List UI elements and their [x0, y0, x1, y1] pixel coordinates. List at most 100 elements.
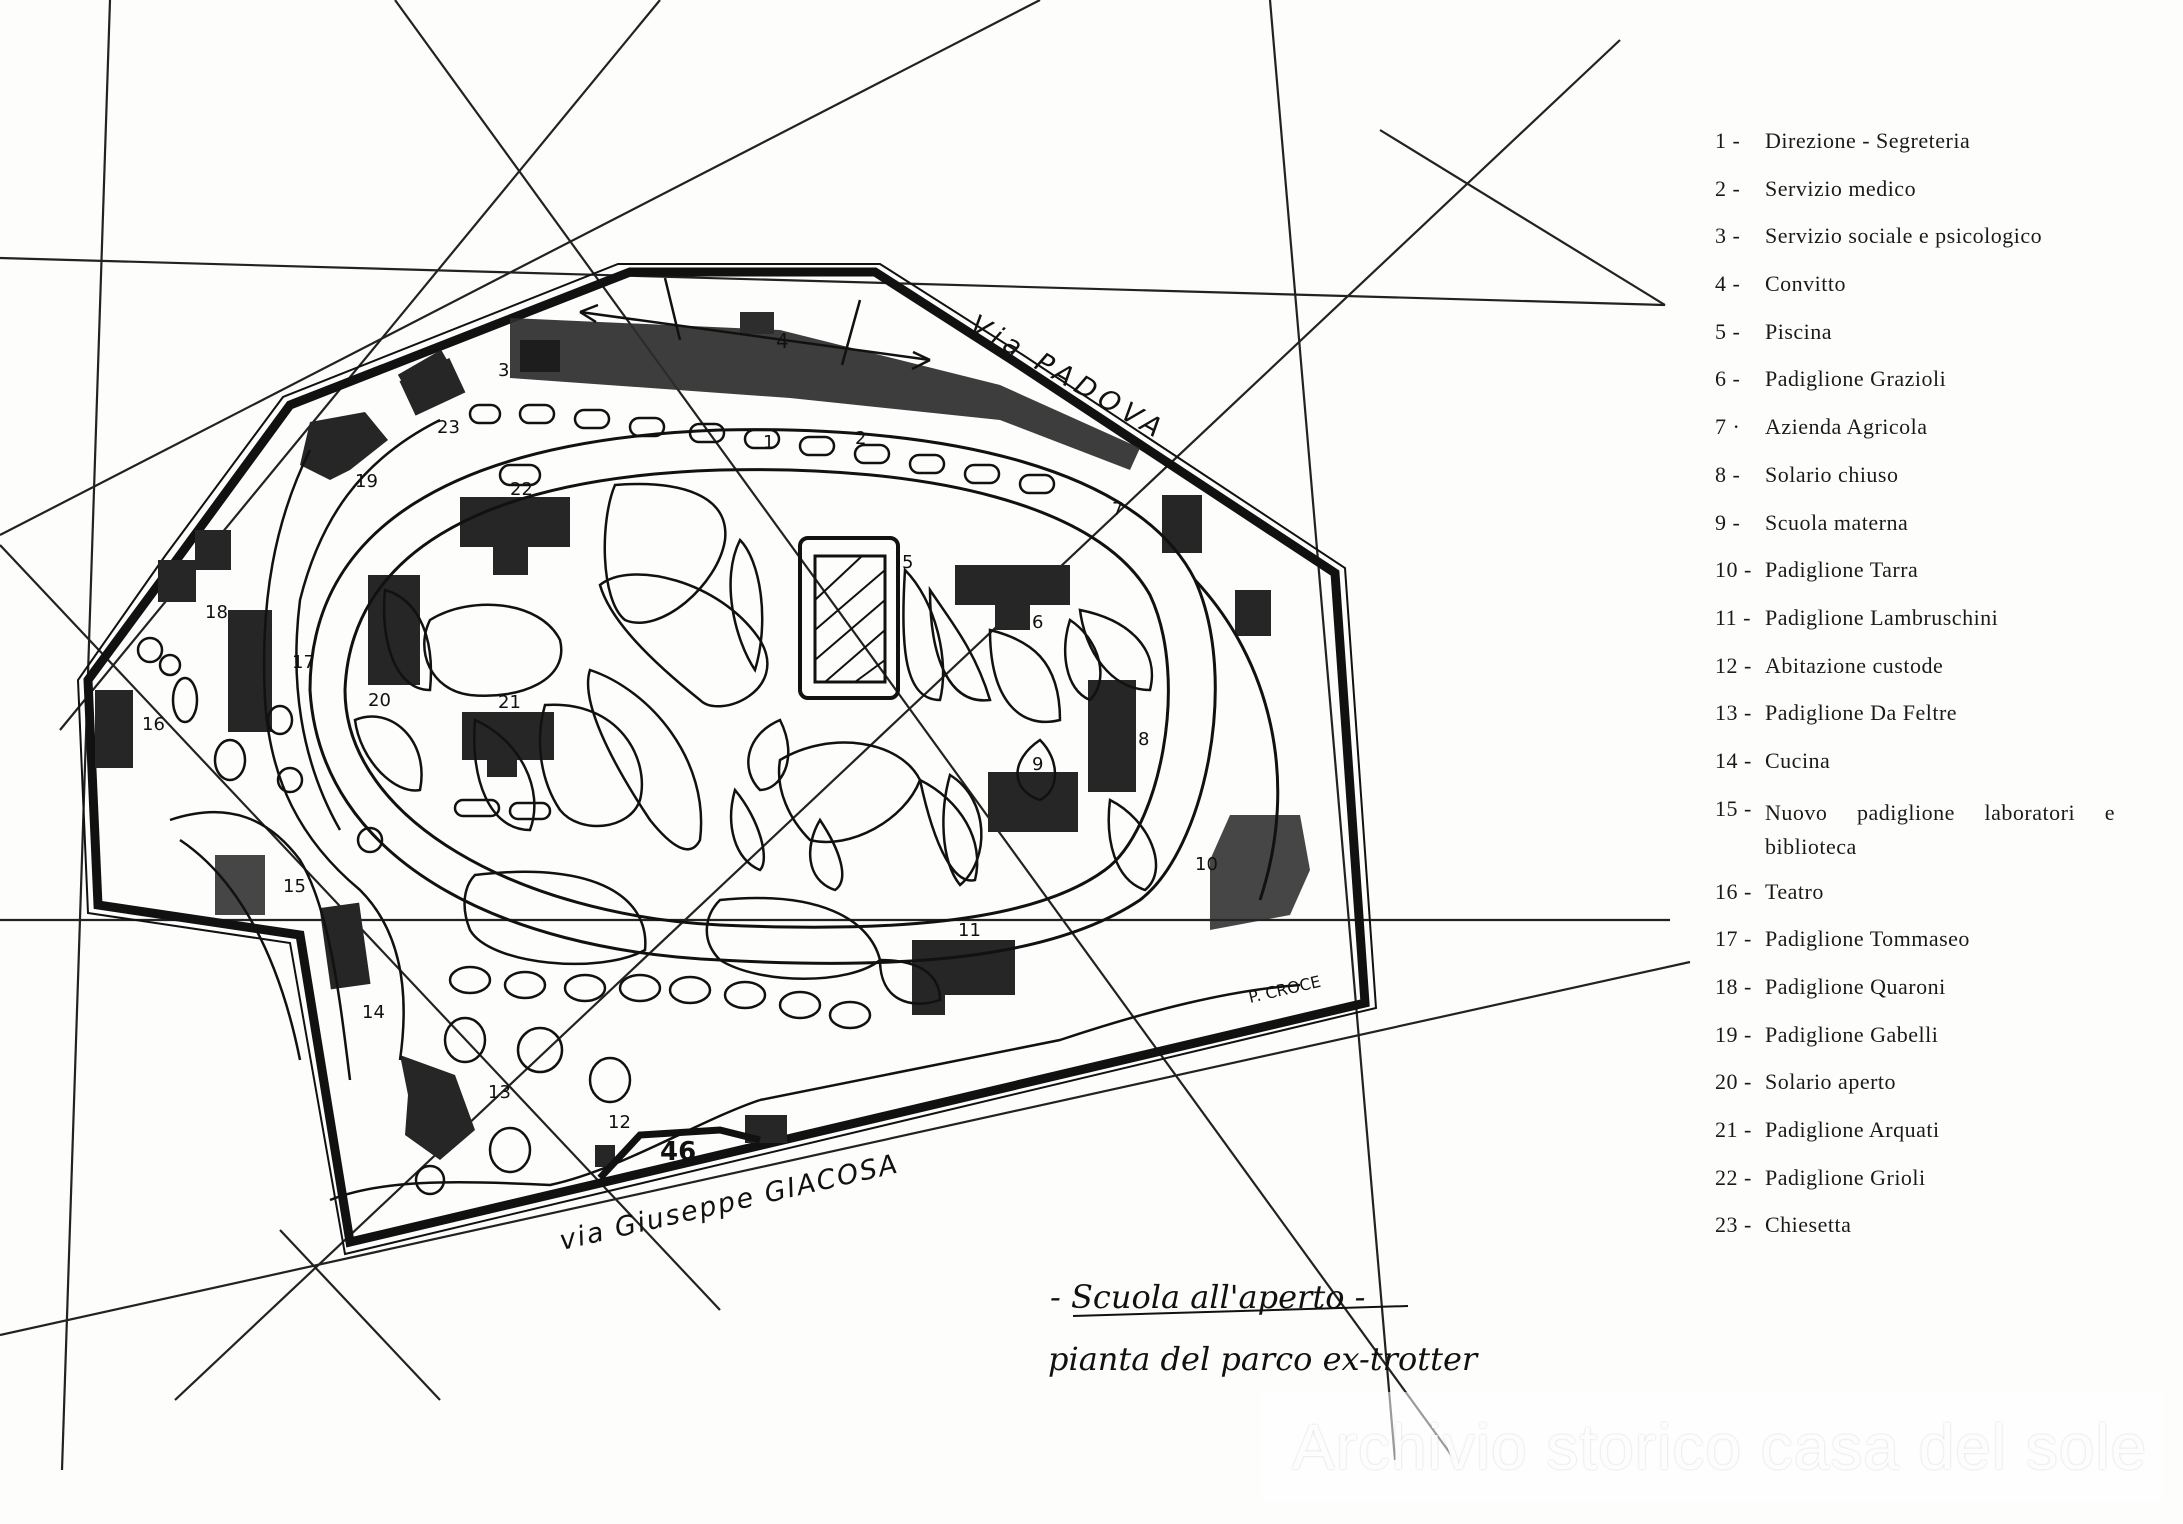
caption-underline — [1072, 1305, 1409, 1317]
label-5: 5 — [902, 552, 913, 573]
label-12: 12 — [608, 1112, 631, 1133]
legend-item-label: Scuola materna — [1765, 509, 1909, 535]
building-number-labels: 1 2 3 4 5 6 7 8 9 10 11 12 13 14 15 16 1… — [142, 329, 1218, 1167]
legend-item-number: 23 - — [1715, 1212, 1752, 1238]
legend-item-number: 19 - — [1715, 1021, 1752, 1047]
building-12 — [595, 1145, 615, 1167]
legend-item: 22 - Padiglione Grioli — [1715, 1165, 2155, 1213]
legend-item-label: Solario chiuso — [1765, 461, 1899, 487]
building-22-wing — [493, 540, 528, 575]
label-13: 13 — [488, 1082, 511, 1103]
legend-item: 23 - Chiesetta — [1715, 1212, 2155, 1260]
building-6 — [955, 565, 1070, 630]
label-9: 9 — [1032, 754, 1043, 775]
legend-item: 17 - Padiglione Tommaseo — [1715, 926, 2155, 974]
legend-item-label: Padiglione Grioli — [1765, 1164, 1926, 1190]
legend-item: 3 - Servizio sociale e psicologico — [1715, 223, 2155, 271]
construction-line — [394, 0, 1456, 1461]
legend-item: 19 - Padiglione Gabelli — [1715, 1022, 2155, 1070]
building-19 — [300, 412, 388, 480]
legend-item-label: Servizio medico — [1765, 175, 1917, 201]
caption-subtitle: pianta del parco ex-trotter — [1048, 1340, 1479, 1378]
legend-item: 21 -Padiglione Arquati — [1715, 1117, 2155, 1165]
legend-item: 18 -Padiglione Quaroni — [1715, 974, 2155, 1022]
legend-item-label: Azienda Agricola — [1765, 414, 1928, 440]
legend-item-label: Teatro — [1765, 878, 1824, 904]
legend-item-number: 17 - — [1715, 926, 1752, 952]
legend-item: 11 -Padiglione Lambruschini — [1715, 605, 2155, 653]
building-14 — [319, 902, 371, 990]
legend-item-label: Direzione - Segreteria — [1765, 128, 1971, 153]
legend-item-label: Abitazione custode — [1765, 652, 1944, 678]
building-north-west-2 — [195, 530, 231, 570]
legend-item-label: Piscina — [1765, 318, 1833, 344]
legend-item-number: 16 - — [1715, 878, 1752, 904]
legend-item: 13 -Padiglione Da Feltre — [1715, 700, 2155, 748]
entrance-label: 46 — [660, 1137, 696, 1167]
legend-item-number: 7 · — [1715, 414, 1741, 440]
building-blocks — [95, 349, 1310, 1167]
legend-item-label: Padiglione Arquati — [1765, 1117, 1940, 1143]
legend-item-label: Padiglione Quaroni — [1765, 974, 1946, 999]
legend-item-label: Padiglione Tommaseo — [1765, 926, 1970, 952]
legend-item-label: Cucina — [1765, 747, 1831, 773]
building-21-wing — [487, 752, 517, 777]
label-6: 6 — [1032, 612, 1043, 633]
legend-item-number: 22 - — [1715, 1164, 1752, 1190]
legend-item-number: 2 - — [1715, 175, 1741, 201]
legend-item-label: Padiglione Gabelli — [1765, 1021, 1939, 1047]
legend-item-label: Convitto — [1765, 271, 1847, 297]
legend-item-number: 1 - — [1715, 128, 1741, 153]
legend-item-label: Solario aperto — [1765, 1069, 1897, 1095]
construction-line — [1379, 129, 1666, 306]
legend-item: 9 -Scuola materna — [1715, 510, 2155, 558]
legend-item-number: 15 - — [1715, 795, 1752, 821]
building-15 — [215, 855, 265, 915]
construction-line — [0, 0, 1041, 536]
legend-item-label: Chiesetta — [1765, 1212, 1852, 1238]
label-4: 4 — [776, 329, 789, 353]
pathway-markers — [136, 403, 1056, 1196]
building-9 — [988, 772, 1078, 832]
legend-item-number: 10 - — [1715, 557, 1752, 583]
label-3: 3 — [498, 360, 509, 381]
legend-item-number: 11 - — [1715, 604, 1752, 630]
label-18: 18 — [205, 602, 228, 623]
legend-item-number: 5 - — [1715, 318, 1741, 344]
label-10: 10 — [1195, 854, 1218, 875]
legend-item: 16 - Teatro — [1715, 879, 2155, 927]
legend-item-number: 8 - — [1715, 461, 1741, 487]
label-14: 14 — [362, 1002, 385, 1023]
street-p-croce: P. CROCE — [1247, 972, 1323, 1007]
legend-item-number: 20 - — [1715, 1069, 1752, 1095]
construction-line — [174, 39, 1621, 1401]
legend-item: 8 - Solario chiuso — [1715, 462, 2155, 510]
building-13 — [400, 1055, 475, 1160]
building-22 — [460, 497, 570, 547]
legend-list: 1 - Direzione - Segreteria 2 - Servizio med… — [1715, 128, 2155, 1260]
park-perimeter-wall — [76, 263, 1378, 1256]
legend-item: 15 -Nuovo padiglione laboratori e biblio… — [1715, 796, 2155, 879]
legend-item: 1 - Direzione - Segreteria — [1715, 128, 2155, 176]
label-1: 1 — [763, 432, 774, 453]
building-16 — [95, 690, 133, 768]
label-7: 7 — [1112, 499, 1123, 520]
label-8: 8 — [1138, 729, 1149, 750]
construction-line — [0, 256, 1666, 307]
legend-item: 20 - Solario aperto — [1715, 1069, 2155, 1117]
construction-lines — [0, 0, 1691, 1471]
legend-item-label: Servizio sociale e psicologico — [1765, 223, 2043, 249]
legend-item: 6 -Padiglione Grazioli — [1715, 366, 2155, 414]
label-22: 22 — [510, 479, 533, 500]
building-north-west — [158, 560, 196, 602]
construction-line — [279, 1229, 441, 1401]
legend-item: 10 - Padiglione Tarra — [1715, 557, 2155, 605]
legend-item-number: 14 - — [1715, 747, 1752, 773]
label-11: 11 — [958, 920, 981, 941]
legend-item-number: 6 - — [1715, 366, 1741, 392]
legend-item-number: 13 - — [1715, 700, 1752, 726]
legend-item-number: 3 - — [1715, 223, 1741, 249]
label-20: 20 — [368, 690, 391, 711]
legend-item-label: Padiglione Tarra — [1765, 557, 1919, 583]
